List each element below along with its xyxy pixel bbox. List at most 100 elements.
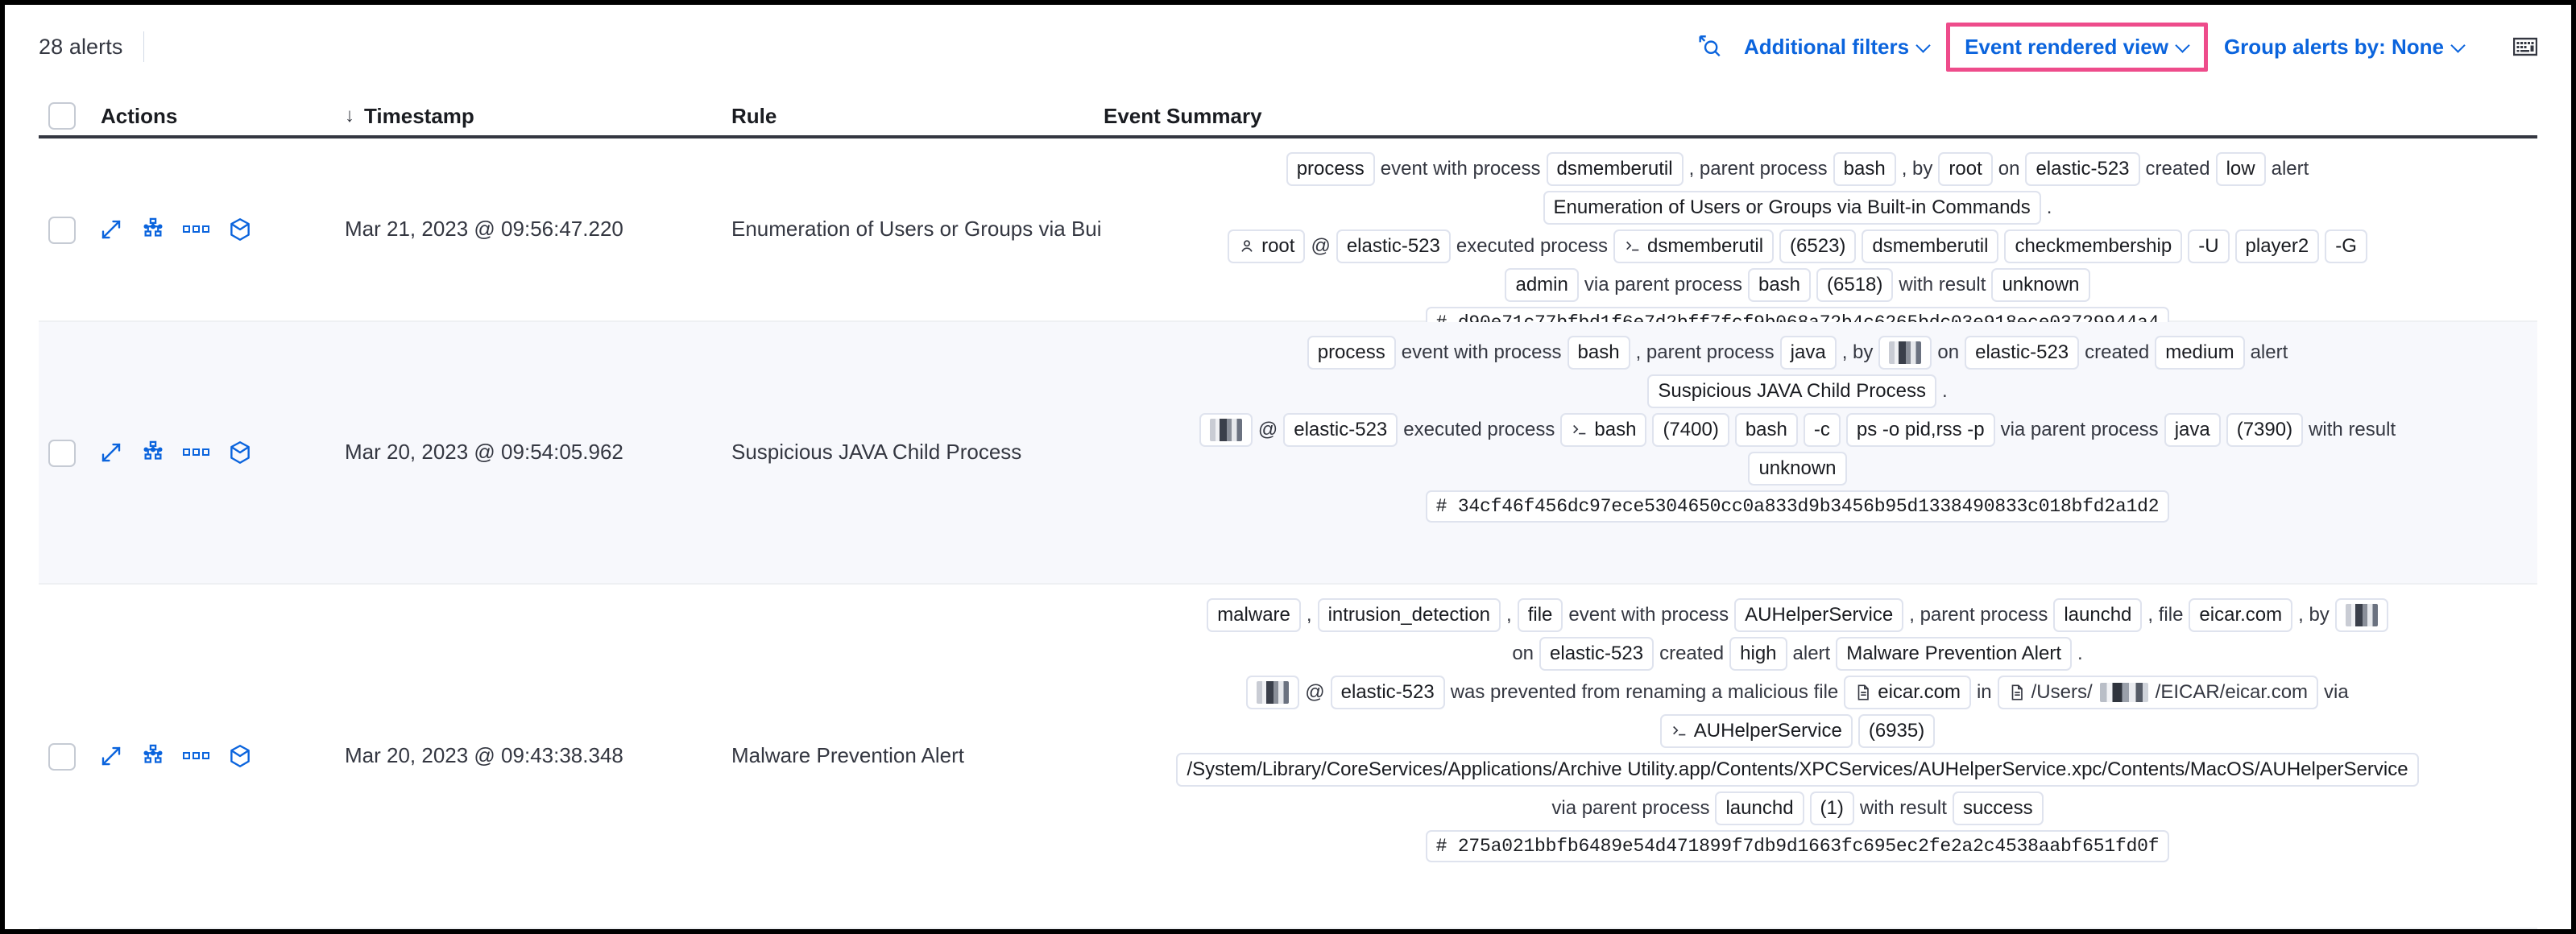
analyzer-icon[interactable] [141,440,165,465]
column-header-timestamp[interactable]: ↓ Timestamp [345,104,474,129]
summary-chip[interactable]: dsmemberutil [1613,229,1775,263]
expand-icon[interactable] [99,217,123,242]
summary-chip[interactable] [1246,676,1300,709]
session-view-icon[interactable] [228,744,252,768]
more-actions-icon[interactable] [183,225,210,234]
summary-chip[interactable] [2334,598,2388,632]
summary-chip[interactable]: medium [2155,336,2245,370]
analyzer-icon[interactable] [141,744,165,768]
select-all-checkbox[interactable] [48,102,76,130]
summary-chip[interactable]: -c [1803,413,1841,447]
summary-chip[interactable]: -G [2325,229,2367,263]
summary-chip[interactable]: success [1952,791,2044,825]
summary-chip[interactable]: dsmemberutil [1862,229,1999,263]
summary-chip[interactable]: Malware Prevention Alert [1836,637,2072,671]
summary-text: , parent process [1909,604,2048,626]
summary-line: Suspicious JAVA Child Process. [1647,374,1948,408]
toolbar-divider [143,31,145,62]
summary-text: event with process [1568,604,1729,626]
summary-chip[interactable]: admin [1505,268,1579,302]
summary-chip[interactable]: checkmembership [2004,229,2183,263]
summary-chip-label: process [1296,158,1365,180]
summary-chip[interactable]: (6518) [1816,268,1894,302]
summary-chip[interactable]: java [2164,413,2221,447]
more-actions-icon[interactable] [183,751,210,761]
summary-chip[interactable]: launchd [1715,791,1804,825]
summary-chip[interactable]: bash [1560,413,1647,447]
column-header-event-summary[interactable]: Event Summary [1104,104,1262,129]
analyzer-icon[interactable] [141,217,165,242]
summary-chip[interactable]: elastic-523 [2025,152,2140,186]
summary-chip[interactable]: (7400) [1652,413,1729,447]
summary-chip[interactable]: AUHelperService [1659,714,1853,748]
summary-text: , by [1901,158,1933,180]
column-header-actions[interactable]: Actions [101,104,177,129]
summary-chip[interactable]: elastic-523 [1539,637,1655,671]
summary-chip[interactable]: ps -o pid,rss -p [1845,413,1995,447]
summary-chip[interactable]: Suspicious JAVA Child Process [1647,374,1936,408]
summary-chip[interactable]: eicar.com [1844,676,1971,709]
row-select-checkbox[interactable] [48,440,76,467]
summary-chip[interactable]: process [1286,152,1375,186]
summary-chip[interactable]: high [1729,637,1787,671]
summary-chip[interactable]: AUHelperService [1734,598,1904,632]
summary-chip[interactable]: malware [1207,598,1301,632]
additional-filters-button[interactable]: Additional filters [1733,27,1941,68]
summary-chip[interactable]: eicar.com [2189,598,2293,632]
summary-chip[interactable]: unknown [1748,452,1847,486]
summary-chip[interactable]: player2 [2234,229,2320,263]
redacted-value [1209,419,1242,441]
expand-icon[interactable] [99,744,123,768]
summary-chip[interactable]: process [1307,336,1396,370]
summary-chip[interactable]: elastic-523 [1965,336,2080,370]
summary-chip[interactable]: /System/Library/CoreServices/Application… [1176,753,2419,787]
summary-chip[interactable]: (6935) [1857,714,1936,748]
summary-chip[interactable]: bash [1734,413,1798,447]
summary-chip[interactable]: launchd [2053,598,2143,632]
summary-chip[interactable]: elastic-523 [1330,676,1445,709]
row-rule-name[interactable]: Malware Prevention Alert [731,743,965,767]
summary-chip[interactable]: file [1517,598,1563,632]
summary-chip[interactable]: bash [1567,336,1630,370]
summary-chip[interactable] [1199,413,1253,447]
summary-chip-label: bash [1758,274,1801,295]
summary-chip[interactable]: /Users//EICAR/eicar.com [1997,676,2319,709]
summary-text: . [2077,643,2083,664]
more-actions-icon[interactable] [183,448,210,457]
summary-chip[interactable]: (6523) [1779,229,1857,263]
session-view-icon[interactable] [228,217,252,242]
summary-chip[interactable]: low [2215,152,2266,186]
summary-chip[interactable]: # 275a021bbfb6489e54d471899f7db9d1663fc6… [1425,830,2170,862]
row-rule-name[interactable]: Enumeration of Users or Groups via Bui [731,217,1102,241]
column-header-rule[interactable]: Rule [731,104,777,129]
expand-icon[interactable] [99,440,123,465]
summary-chip[interactable]: java [1779,336,1837,370]
summary-chip[interactable]: unknown [1991,268,2090,302]
row-select-checkbox[interactable] [48,217,76,244]
summary-chip[interactable] [1878,336,1932,370]
row-select-checkbox[interactable] [48,743,76,771]
row-rule-name[interactable]: Suspicious JAVA Child Process [731,440,1022,464]
event-rendered-view-button[interactable]: Event rendered view [1961,35,2193,60]
group-alerts-by-button[interactable]: Group alerts by: None [2213,27,2476,68]
summary-chip[interactable]: (7390) [2226,413,2304,447]
summary-chip[interactable]: -U [2188,229,2230,263]
summary-chip[interactable]: intrusion_detection [1317,598,1501,632]
summary-chip[interactable]: (1) [1809,791,1854,825]
summary-chip[interactable]: Enumeration of Users or Groups via Built… [1543,191,2041,225]
summary-chip[interactable]: dsmemberutil [1546,152,1684,186]
inspect-icon[interactable] [1686,27,1733,67]
session-view-icon[interactable] [228,440,252,465]
summary-chip[interactable]: elastic-523 [1336,229,1451,263]
keyboard-icon[interactable] [2504,31,2547,63]
summary-chip[interactable]: root [1938,152,1993,186]
summary-chip[interactable]: bash [1833,152,1896,186]
summary-chip[interactable]: root [1228,229,1306,263]
summary-chip[interactable]: bash [1747,268,1812,302]
summary-chip[interactable]: # 34cf46f456dc97ece5304650cc0a833d9b3456… [1425,490,2170,523]
summary-chip[interactable]: elastic-523 [1283,413,1398,447]
